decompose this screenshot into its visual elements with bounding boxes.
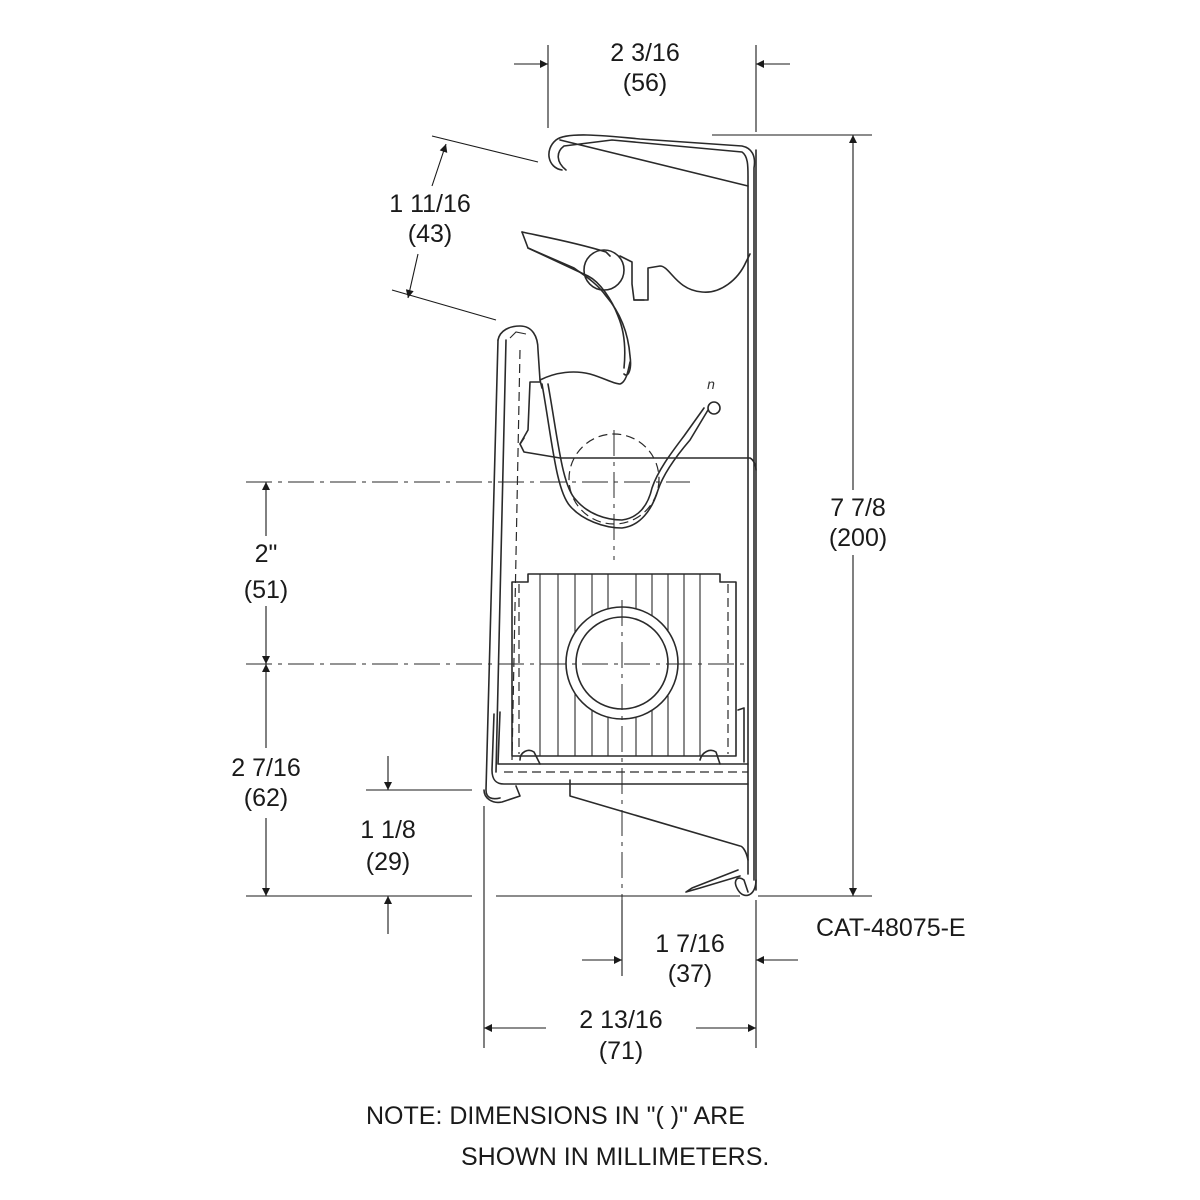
dimension-label-hook-depth-metric: (43) — [408, 220, 452, 248]
dimension-label-overall-height-metric: (200) — [829, 524, 887, 552]
dim-hook-depth: 1 11/16 (43) — [389, 135, 539, 321]
dimension-label-hole-to-bottom-imperial: 2 7/16 — [231, 754, 301, 782]
dimension-label-hole-offset-metric: (37) — [668, 960, 712, 988]
dim-hole-offset: 1 7/16 (37) — [582, 900, 798, 1048]
dim-hole-spacing: 2" (51) — [244, 482, 288, 664]
callout-n-label: n — [707, 376, 715, 392]
dim-top-width: 2 3/16 (56) — [514, 39, 790, 132]
dimension-label-lower-lip-metric: (29) — [366, 848, 410, 876]
dimension-label-hole-offset-imperial: 1 7/16 — [655, 930, 725, 958]
dimension-label-hole-spacing-imperial: 2" — [255, 540, 278, 568]
dimension-label-hook-depth-imperial: 1 11/16 — [389, 190, 471, 218]
note-line-1: NOTE: DIMENSIONS IN "( )" ARE — [366, 1102, 745, 1130]
hanger-outline: n — [483, 134, 757, 897]
dimension-label-hole-to-bottom-metric: (62) — [244, 784, 288, 812]
dimension-label-top-width-imperial: 2 3/16 — [610, 39, 680, 67]
dim-base-width: 2 13/16 (71) — [483, 806, 756, 1065]
dimension-label-base-width-metric: (71) — [599, 1037, 643, 1065]
dim-overall-height: 7 7/8 (200) — [712, 134, 887, 897]
nut-box — [511, 573, 737, 757]
note-line-2: SHOWN IN MILLIMETERS. — [461, 1143, 769, 1171]
dimension-label-overall-height-imperial: 7 7/8 — [830, 494, 886, 522]
dimension-label-hole-spacing-metric: (51) — [244, 576, 288, 604]
center-lines — [246, 430, 746, 900]
dim-hole-to-bottom: 2 7/16 (62) — [231, 664, 740, 897]
dim-lower-lip: 1 1/8 (29) — [360, 756, 472, 934]
note-block: NOTE: DIMENSIONS IN "( )" ARE SHOWN IN M… — [366, 1102, 769, 1171]
dimension-label-lower-lip-imperial: 1 1/8 — [360, 816, 416, 844]
dimension-label-base-width-imperial: 2 13/16 — [579, 1006, 662, 1034]
catalog-number: CAT-48075-E — [816, 914, 966, 942]
dimension-label-top-width-metric: (56) — [623, 69, 667, 97]
